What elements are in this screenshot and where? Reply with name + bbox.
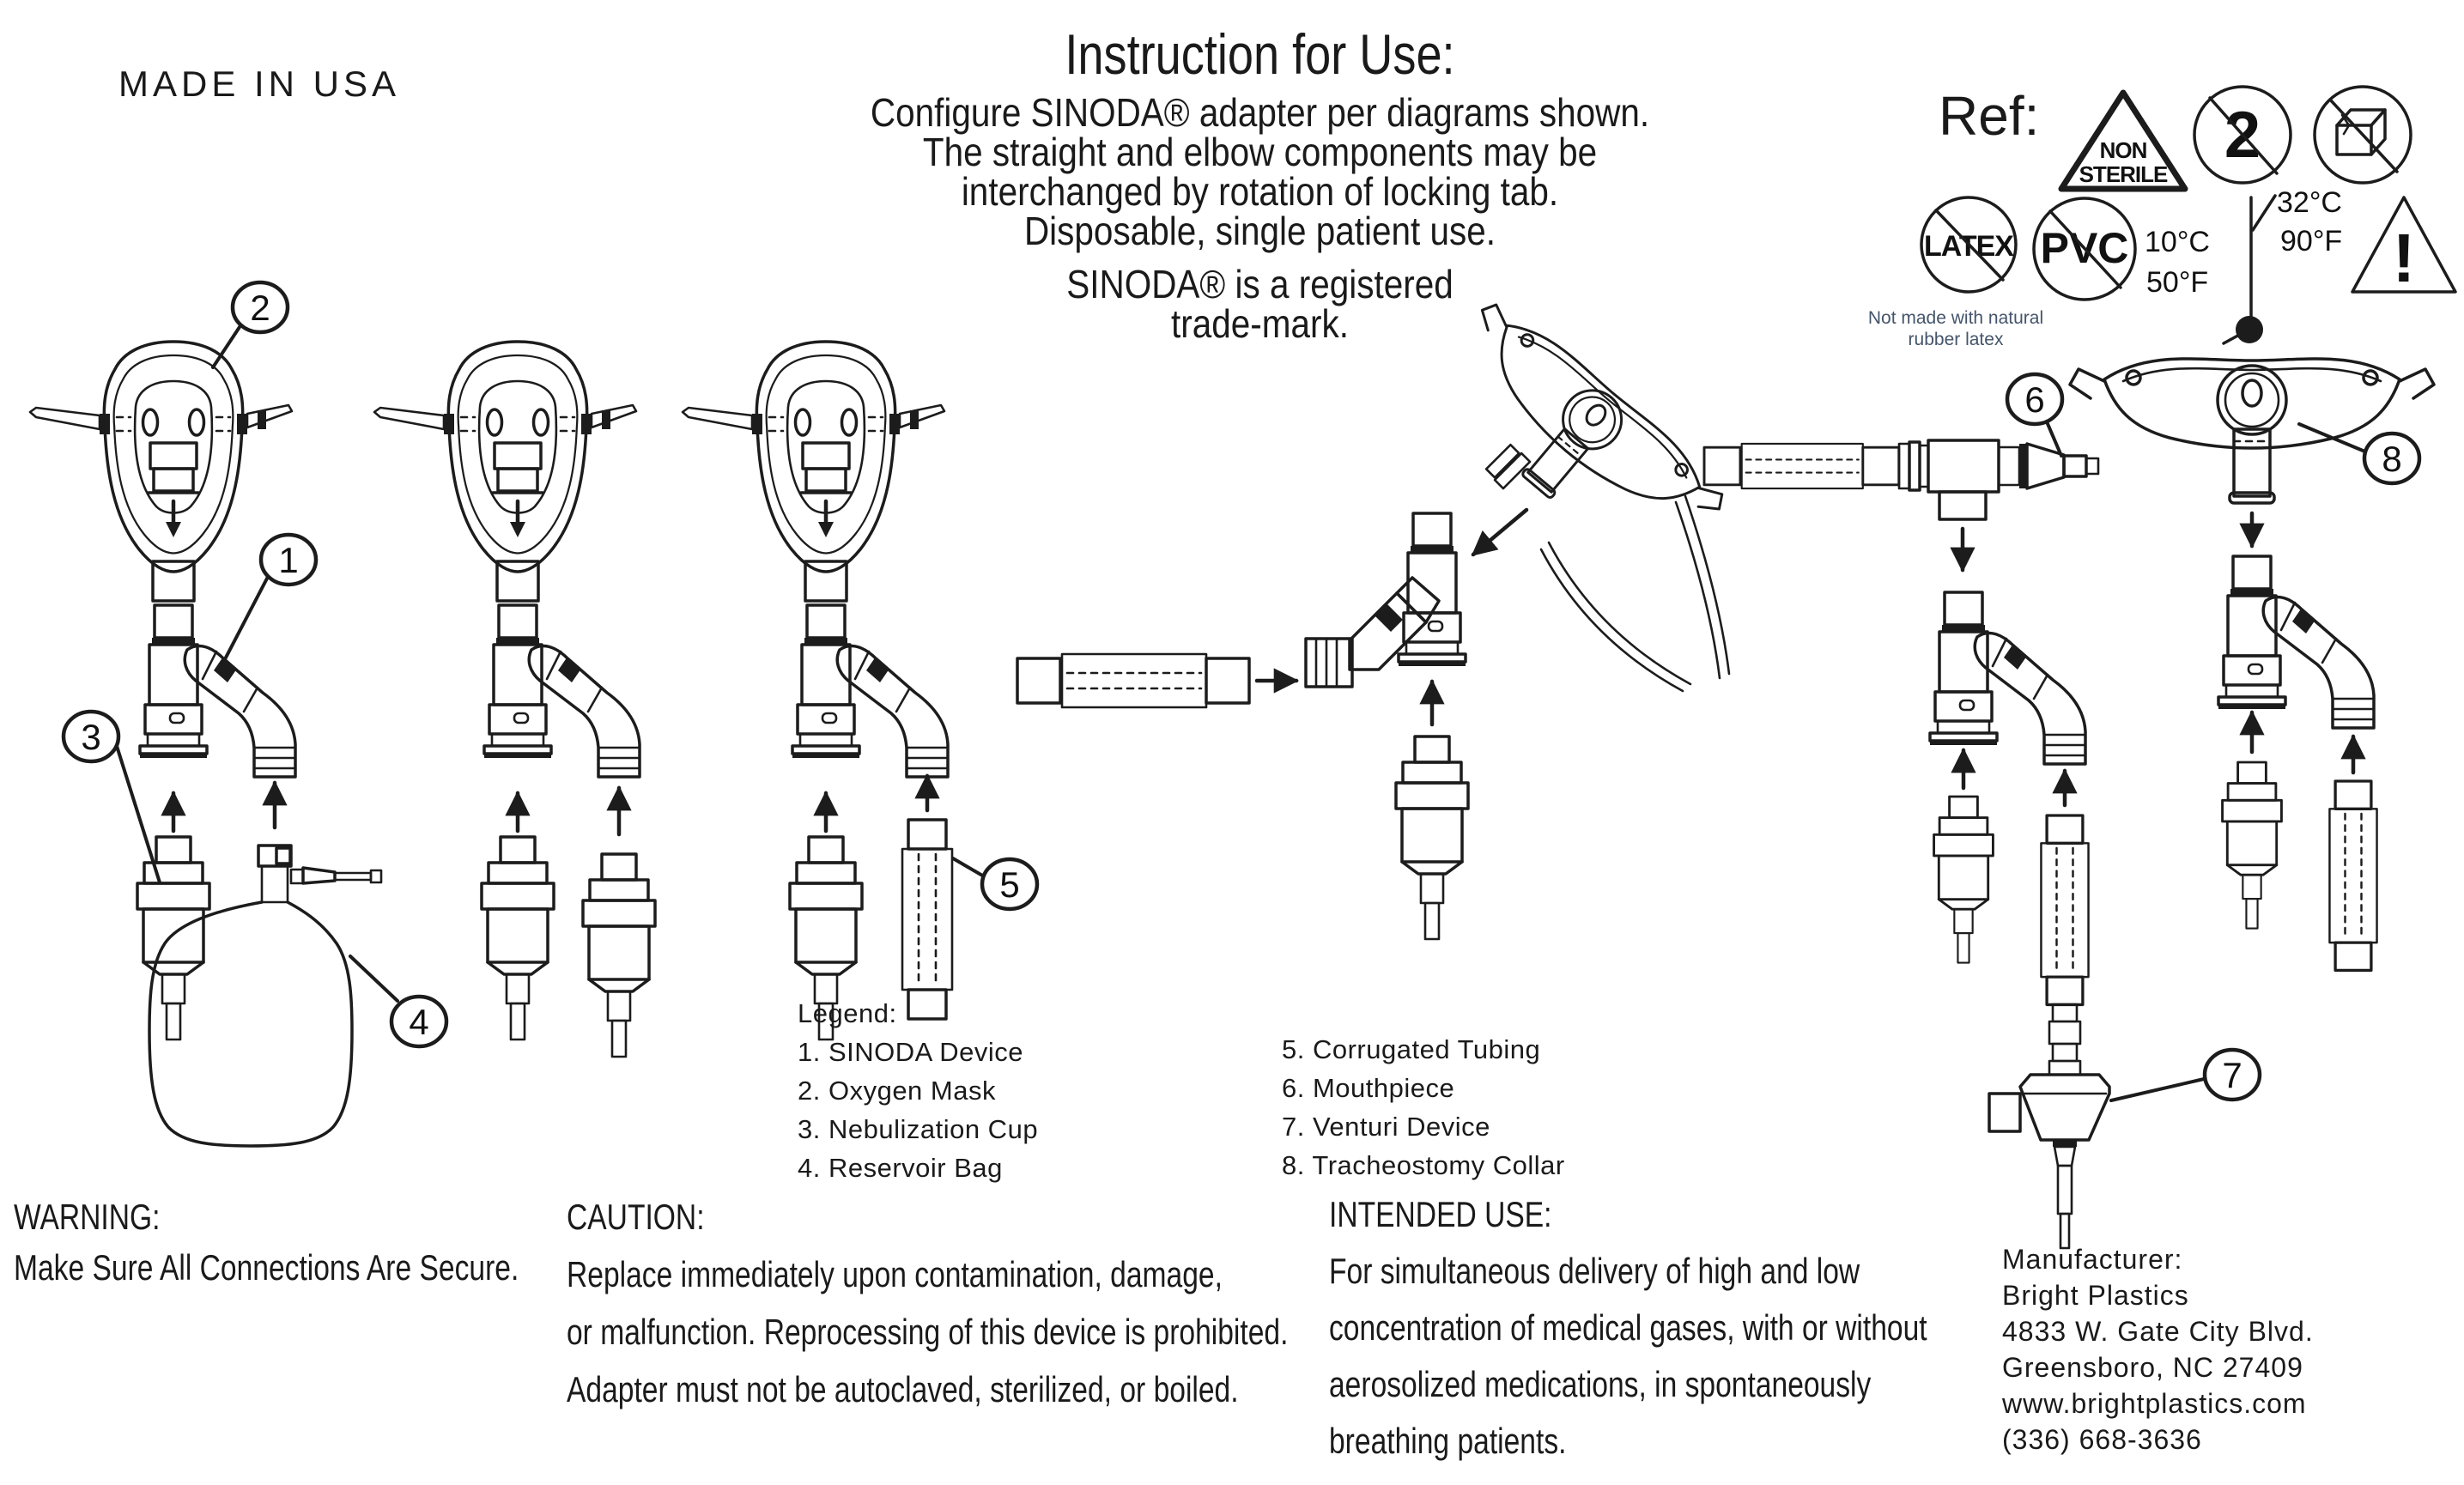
elbow-adapter-drawing [1304, 576, 1441, 688]
svg-text:90°F: 90°F [2280, 225, 2342, 258]
instruction-header: Instruction for Use: Configure SINODA® a… [798, 22, 1721, 343]
callout-5-corrugated-tubing: 5 [951, 857, 1040, 912]
callout-number: 8 [2382, 439, 2401, 479]
corrugated-tube-drawing [1016, 652, 1251, 709]
nebulization-cup-drawing [1394, 735, 1470, 941]
nebulization-cup-drawing [480, 835, 555, 1041]
svg-text:32°C: 32°C [2277, 186, 2342, 219]
temperature-limit-icon: 10°C 50°F 32°C 90°F [2145, 186, 2342, 345]
callout-7-venturi-device: 7 [2109, 1047, 2262, 1102]
legend-item: 5. Corrugated Tubing [1282, 1034, 1541, 1064]
legend-item: 8. Tracheostomy Collar [1282, 1150, 1565, 1180]
corrugated-tube-drawing [1702, 442, 1901, 490]
callout-6-mouthpiece: 6 [2005, 372, 2065, 458]
non-sterile-icon: NON STERILE [2058, 89, 2188, 192]
corrugated-tube-drawing [901, 818, 954, 1021]
svg-text:NON: NON [2100, 137, 2147, 163]
intended-use-block: INTENDED USE: For simultaneous delivery … [1329, 1186, 1927, 1470]
callout-3-nebulization-cup: 3 [61, 709, 161, 884]
collar-strap [1684, 494, 1731, 676]
legend-left: Legend: 1. SINODA Device 2. Oxygen Mask … [798, 994, 1038, 1187]
legend-item: 1. SINODA Device [798, 1037, 1023, 1067]
callout-number: 2 [250, 288, 270, 328]
ref-label: Ref: [1939, 85, 2040, 147]
legend-title: Legend: [798, 998, 897, 1028]
legend-right: 5. Corrugated Tubing 6. Mouthpiece 7. Ve… [1282, 1030, 1565, 1185]
assembly-arrow [1471, 507, 1529, 557]
corrugated-tube-drawing [2039, 814, 2091, 1007]
config-mouthpiece-venturi [1702, 439, 2111, 1250]
callout-2-oxygen-mask: 2 [211, 280, 290, 369]
callout-number: 3 [81, 717, 100, 757]
trademark-note: SINODA® is a registered trade-mark. [1066, 262, 1454, 346]
legend-item: 4. Reservoir Bag [798, 1153, 1003, 1183]
callout-number: 1 [278, 540, 298, 580]
oxygen-mask-drawing [374, 342, 636, 601]
connector-cuff-drawing [1484, 443, 1532, 490]
latex-free-icon: LATEX [1920, 196, 2018, 294]
svg-text:10°C: 10°C [2145, 226, 2210, 258]
sinoda-adapter-drawing [484, 605, 640, 777]
collar-strap [1674, 500, 1721, 680]
sinoda-adapter-drawing [792, 605, 948, 777]
config-tube-elbow-collar [1016, 292, 1735, 941]
manufacturer-title: Manufacturer: [2002, 1244, 2183, 1275]
callout-number: 6 [2024, 379, 2044, 420]
svg-text:!: ! [2393, 220, 2416, 296]
oxygen-mask-drawing [683, 342, 944, 601]
collar-strap [1547, 541, 1692, 686]
nebulization-cup-drawing [2221, 761, 2283, 930]
legend-item: 3. Nebulization Cup [798, 1114, 1039, 1144]
caution-block: CAUTION: Replace immediately upon contam… [567, 1188, 1288, 1418]
sinoda-adapter-drawing [140, 605, 295, 777]
callout-4-reservoir-bag: 4 [349, 955, 449, 1049]
config-mask-nebulizer-bag [30, 342, 383, 1148]
caution-triangle-icon: ! [2351, 196, 2457, 296]
regulatory-symbols: NON STERILE 2 LATEX PVC 10°C 50°F 32°C 9… [1920, 85, 2457, 345]
do-not-reuse-icon: 2 [2193, 85, 2292, 185]
legend-item: 2. Oxygen Mask [798, 1076, 996, 1106]
corrugated-tube-drawing [2327, 779, 2379, 973]
warning-title: WARNING: [14, 1197, 161, 1237]
mouthpiece-drawing [1897, 439, 2100, 521]
manufacturer-block: Manufacturer: Bright Plastics 4833 W. Ga… [2002, 1241, 2314, 1458]
page-title: Instruction for Use: [1065, 22, 1455, 86]
latex-note: Not made with natural rubber latex [1867, 308, 2044, 349]
collar-strap [1539, 548, 1684, 693]
nebulization-cup-drawing [1933, 795, 1994, 964]
sinoda-straight-drawing [1397, 512, 1467, 668]
sinoda-adapter-drawing [2218, 556, 2374, 728]
callout-number: 4 [409, 1002, 428, 1042]
intended-use-title: INTENDED USE: [1329, 1194, 1552, 1234]
config-mask-two-nebulizers [374, 342, 657, 1058]
caution-title: CAUTION: [567, 1197, 705, 1237]
nebulization-cup-drawing [136, 835, 211, 1041]
legend-item: 7. Venturi Device [1282, 1112, 1490, 1142]
connector-cuff-drawing [2051, 1003, 2079, 1023]
instruction-text: Configure SINODA® adapter per diagrams s… [854, 93, 1666, 343]
warning-block: WARNING: Make Sure All Connections Are S… [14, 1191, 519, 1293]
legend-item: 6. Mouthpiece [1282, 1073, 1455, 1103]
callout-number: 5 [999, 864, 1019, 905]
venturi-device-drawing [1988, 1042, 2111, 1250]
svg-text:50°F: 50°F [2146, 266, 2208, 299]
config-collar-nebulizer-tube [2068, 357, 2436, 973]
svg-text:STERILE: STERILE [2079, 161, 2168, 187]
nebulization-cup-drawing [581, 852, 657, 1058]
callout-1-sinoda: 1 [223, 532, 319, 661]
connector-cuff-drawing [2048, 1020, 2082, 1046]
oxygen-mask-drawing [30, 342, 292, 601]
callouts: 1 2 3 4 5 6 7 8 [61, 280, 2422, 1102]
do-not-use-if-package-damaged-icon [2313, 85, 2412, 185]
sinoda-adapter-drawing [1930, 592, 2085, 764]
made-in-usa-label: MADE IN USA [118, 64, 401, 104]
callout-number: 7 [2222, 1055, 2242, 1095]
callout-8-tracheostomy-collar: 8 [2297, 422, 2422, 486]
pvc-free-icon: PVC [2032, 197, 2137, 301]
config-mask-nebulizer-tube [683, 342, 954, 1041]
